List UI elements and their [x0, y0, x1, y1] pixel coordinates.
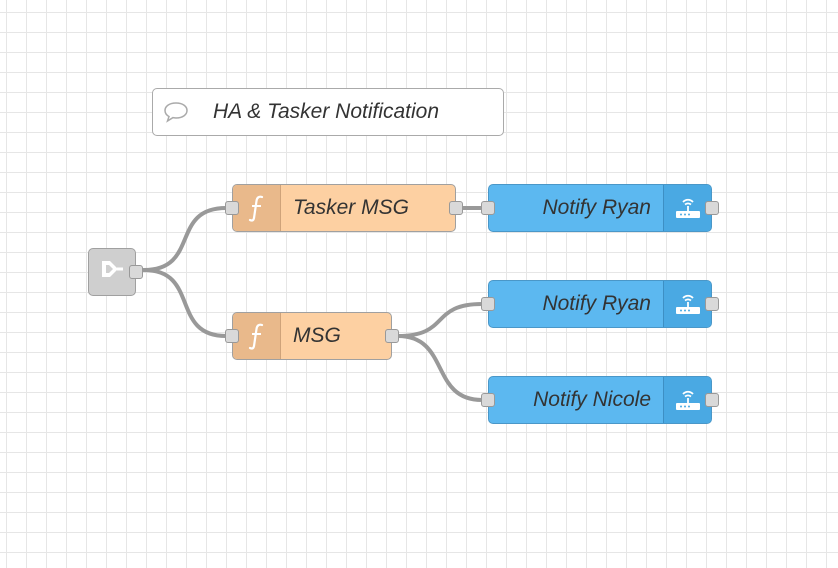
function-output-port[interactable] — [449, 201, 463, 215]
notify-node-ryan-1[interactable]: Notify Ryan — [481, 184, 719, 232]
notify-label: Notify Ryan — [542, 196, 651, 219]
function-label: Tasker MSG — [293, 196, 409, 219]
function-icon — [233, 313, 281, 359]
inject-node[interactable] — [88, 248, 143, 296]
function-input-port[interactable] — [225, 201, 239, 215]
notify-label: Notify Nicole — [533, 388, 651, 411]
function-label: MSG — [293, 324, 341, 347]
wire-inject-to-msg[interactable] — [142, 268, 228, 338]
notify-output-port[interactable] — [705, 297, 719, 311]
comment-node[interactable]: HA & Tasker Notification — [152, 88, 504, 136]
notify-output-port[interactable] — [705, 201, 719, 215]
router-wifi-icon — [663, 377, 711, 423]
function-input-port[interactable] — [225, 329, 239, 343]
notify-node-nicole[interactable]: Notify Nicole — [481, 376, 719, 424]
notify-input-port[interactable] — [481, 297, 495, 311]
inject-arrow-icon — [97, 254, 127, 290]
comment-label: HA & Tasker Notification — [213, 100, 440, 123]
inject-output-port[interactable] — [129, 265, 143, 279]
wire-msg-to-notify-nicole[interactable] — [396, 334, 484, 402]
function-node-tasker-msg[interactable]: Tasker MSG — [225, 184, 463, 232]
speech-bubble-icon — [153, 89, 199, 135]
function-node-msg[interactable]: MSG — [225, 312, 399, 360]
notify-label: Notify Ryan — [542, 292, 651, 315]
notify-output-port[interactable] — [705, 393, 719, 407]
wire-msg-to-notify-ryan[interactable] — [396, 302, 484, 338]
notify-input-port[interactable] — [481, 393, 495, 407]
function-icon — [233, 185, 281, 231]
router-wifi-icon — [663, 185, 711, 231]
router-wifi-icon — [663, 281, 711, 327]
notify-node-ryan-2[interactable]: Notify Ryan — [481, 280, 719, 328]
notify-input-port[interactable] — [481, 201, 495, 215]
wire-inject-to-tasker-msg[interactable] — [142, 206, 228, 272]
function-output-port[interactable] — [385, 329, 399, 343]
